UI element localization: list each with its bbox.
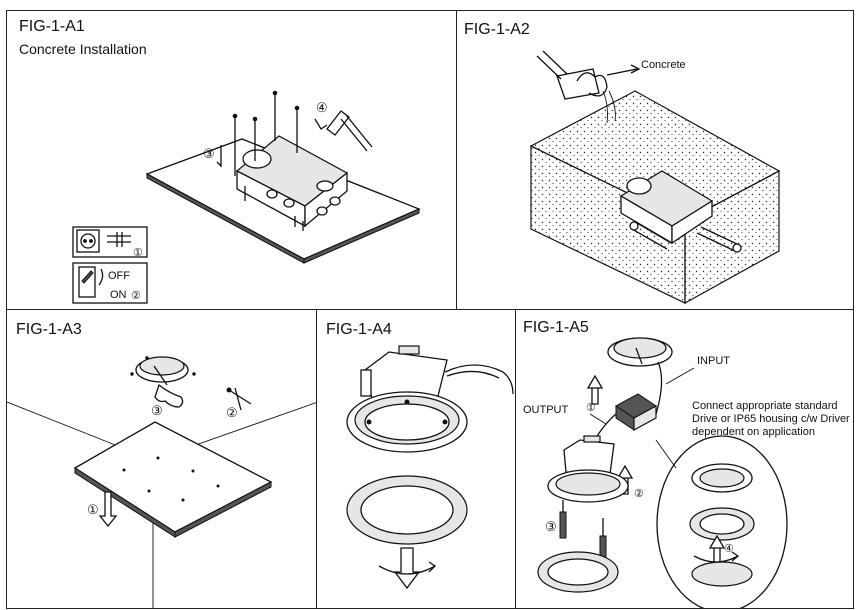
- step-marker: ③: [545, 519, 557, 534]
- panel-fig-1-a3: FIG-1-A3 ① ② ③: [6, 309, 317, 609]
- ceiling-cutout-illustration: [7, 356, 316, 608]
- step-marker: ③: [151, 403, 163, 418]
- panel-fig-1-a4: FIG-1-A4: [316, 309, 516, 609]
- step-marker: ①: [87, 502, 99, 517]
- input-label: INPUT: [697, 355, 730, 367]
- output-label: OUTPUT: [523, 404, 569, 416]
- switch-off-label: OFF: [108, 270, 130, 282]
- step-marker: ②: [634, 488, 644, 500]
- trim-ring-illustration: [346, 345, 514, 590]
- screwdriver-icon: [226, 387, 252, 411]
- panel-title: FIG-1-A1: [19, 18, 85, 35]
- panel-subtitle: Concrete Installation: [19, 41, 147, 57]
- step-marker: ③: [203, 146, 215, 161]
- note-line: Drive or IP65 housing c/w Driver: [692, 413, 850, 425]
- panel-title: FIG-1-A2: [464, 21, 530, 38]
- step-marker: ①: [586, 402, 596, 414]
- panel-fig-1-a2: FIG-1-A2 Concrete: [456, 10, 854, 310]
- panel-fig-1-a5: FIG-1-A5 INPUT OUTPUT ① ② ③ ④ Connect ap…: [515, 309, 854, 609]
- step-marker: ②: [226, 405, 238, 420]
- driver-connection-illustration: [537, 337, 788, 608]
- concrete-label: Concrete: [641, 59, 686, 71]
- step-marker: ②: [131, 290, 141, 302]
- note-line: dependent on application: [692, 426, 815, 438]
- step-marker: ④: [316, 100, 328, 115]
- concrete-pour-illustration: [529, 50, 781, 305]
- step-marker: ④: [724, 543, 734, 555]
- panel-fig-1-a1: FIG-1-A1 Concrete Installation ③ ④ ① OFF…: [6, 10, 457, 310]
- panel-title: FIG-1-A3: [16, 321, 82, 338]
- concrete-installation-illustration: [72, 90, 421, 304]
- step-marker: ①: [133, 247, 143, 259]
- hammer-icon: [314, 110, 373, 152]
- note-line: Connect appropriate standard: [692, 400, 838, 412]
- switch-on-label: ON: [110, 289, 127, 301]
- panel-title: FIG-1-A5: [523, 319, 589, 336]
- panel-title: FIG-1-A4: [326, 321, 392, 338]
